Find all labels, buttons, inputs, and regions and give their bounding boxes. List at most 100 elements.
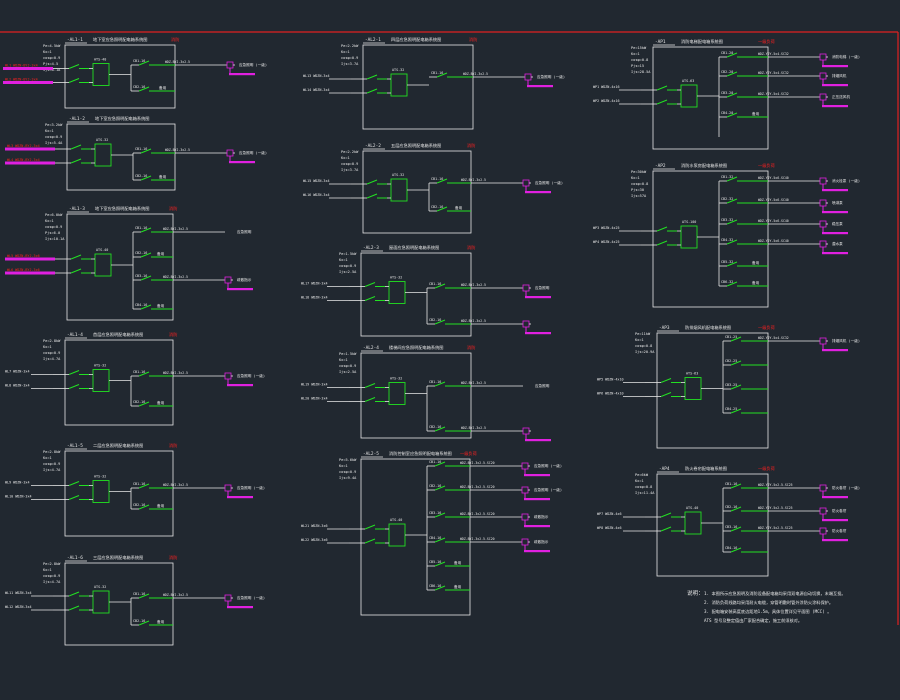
outgoing-load-label: 应急照明 (一级) (239, 62, 267, 67)
outgoing-breaker-label: CB4-25 (725, 407, 737, 411)
outgoing-breaker-blade (138, 371, 150, 377)
panel-parameter: Kx=1 (341, 50, 350, 54)
panel-code: -AL2-3 (363, 245, 379, 251)
incoming-feeder-label: WL10 WDZN-3x4 (5, 495, 32, 499)
terminal-box (819, 507, 827, 515)
outgoing-breaker-blade (140, 275, 152, 281)
outgoing-cable-label: WDZ-BYJ-3x2.5 (163, 371, 188, 375)
load-tag-bar (822, 519, 848, 522)
incoming-feeder-label: WL9 WDZN-3x4 (5, 481, 30, 485)
notes-line-1: 1. 本图所示应急照明及消防设备配电箱均采用双电源自动切换，末端互投。 (704, 590, 846, 597)
outgoing-load-label: 备用 (157, 303, 165, 308)
panel-enclosure (362, 44, 474, 130)
load-tag-bar (822, 539, 848, 542)
outgoing-cable-label: WDZ-YJY-5x4-SC32 (758, 336, 789, 340)
outgoing-breaker-blade (726, 261, 738, 267)
outgoing-breaker-label: CB2-16 (431, 205, 443, 209)
incoming-breaker-blade (660, 378, 672, 383)
outgoing-breaker-label: CB3-16 (135, 274, 147, 278)
ats-switch-label: ATS-32 (392, 68, 404, 72)
outgoing-breaker-blade (434, 319, 446, 325)
load-tag-bar (822, 349, 848, 352)
panel-code: -AL2-2 (365, 143, 381, 149)
terminal-box (521, 513, 529, 521)
incoming-feeder-label: WL18 WDZN-3x4 (301, 296, 328, 300)
incoming-feeder-label: WL19 WDZN-3x4 (301, 383, 328, 387)
panel-title: 消防控制室应急照明配电箱系统图 (389, 450, 452, 457)
ats-switch-box (388, 281, 406, 304)
outgoing-breaker-blade (434, 561, 446, 567)
outgoing-load-label: 正压送风机 (832, 94, 850, 99)
notes-line-2: 2. 消防负荷线路均采用耐火电缆，穿管明敷时管外涂防火涂料保护。 (704, 599, 833, 606)
load-tag-bar (524, 550, 550, 553)
ats-switch-box (680, 225, 698, 249)
outgoing-breaker-label: CB2-16 (429, 484, 441, 488)
terminal-box (522, 320, 530, 328)
ats-switch-box (388, 523, 406, 547)
panel-parameter: Kx=1 (635, 479, 644, 483)
terminal-box (819, 240, 827, 248)
incoming-feeder-label: WP3 WDZN-4x25 (593, 226, 620, 230)
panel-code: -AL1-1 (67, 37, 83, 43)
panel-enclosure (64, 44, 176, 109)
panel-title: 地下室应急照明配电箱系统图 (95, 205, 149, 212)
outgoing-circuit: CB3-25 (723, 383, 768, 390)
outgoing-load-label: 排烟风机 (832, 73, 847, 78)
panel-parameter: Pjs=30 (631, 188, 644, 192)
panel-parameter: Kx=1 (631, 52, 640, 56)
outgoing-breaker-label: CB1-16 (429, 460, 441, 464)
outgoing-breaker-blade (138, 504, 150, 510)
terminal-box (819, 220, 827, 228)
outgoing-breaker-blade (726, 176, 738, 182)
panel-parameter: cosφ=0.8 (635, 344, 652, 348)
panel-enclosure (360, 352, 472, 439)
panel-parameter: Ijs=5.4A (45, 141, 63, 145)
outgoing-load-label: 应急照明 (535, 285, 550, 290)
outgoing-cable-label: WDZ-BYJ-3x2.5 (463, 72, 488, 76)
incoming-breaker-blade (68, 78, 80, 83)
outgoing-load-label: 防火卷帘 (一级) (832, 485, 860, 490)
panel-fire-tag: 消防 (467, 344, 475, 351)
incoming-breaker-blade (68, 605, 80, 611)
ats-switch-label: ATS-32 (390, 377, 402, 381)
incoming-breaker-blade (364, 383, 376, 388)
ats-switch-label: ATS-40 (96, 248, 108, 252)
incoming-feeder-label: WL4 WDZN-BYJ-3x4 (7, 158, 40, 162)
outgoing-breaker-label: CB4-16 (429, 536, 441, 540)
outgoing-breaker-label: CB1-16 (133, 370, 145, 374)
notes-line-3: 3. 配电箱安装高度底边距地1.5m，具体位置详见平面图 (MCC) 。 (704, 608, 831, 615)
panel-title: 二层应急照明配电箱系统图 (93, 442, 143, 449)
terminal-box (819, 484, 827, 492)
panel-parameter: Ijs=2.5A (339, 270, 357, 274)
incoming-breaker-blade (660, 526, 672, 532)
incoming-feeder-label: WL13 WDZN-3x4 (303, 74, 330, 78)
terminal-box (224, 276, 232, 284)
panel-parameter: Ijs=4.7A (43, 357, 61, 361)
incoming-breaker-blade (364, 397, 376, 402)
panel-parameter: Kx=1 (43, 50, 52, 54)
incoming-feeder-label: WP4 WDZN-4x25 (593, 240, 620, 244)
outgoing-cable-label: WDZ-BYJ-3x2.5 (461, 381, 486, 385)
outgoing-breaker-label: CB1-32 (721, 175, 733, 179)
terminal-box (224, 372, 232, 380)
load-tag-bar (227, 496, 253, 499)
panel-title: 屋面应急照明配电箱系统图 (389, 244, 439, 251)
outgoing-load-label: 疏散指示 (534, 539, 549, 544)
load-tag-bar (525, 439, 551, 442)
